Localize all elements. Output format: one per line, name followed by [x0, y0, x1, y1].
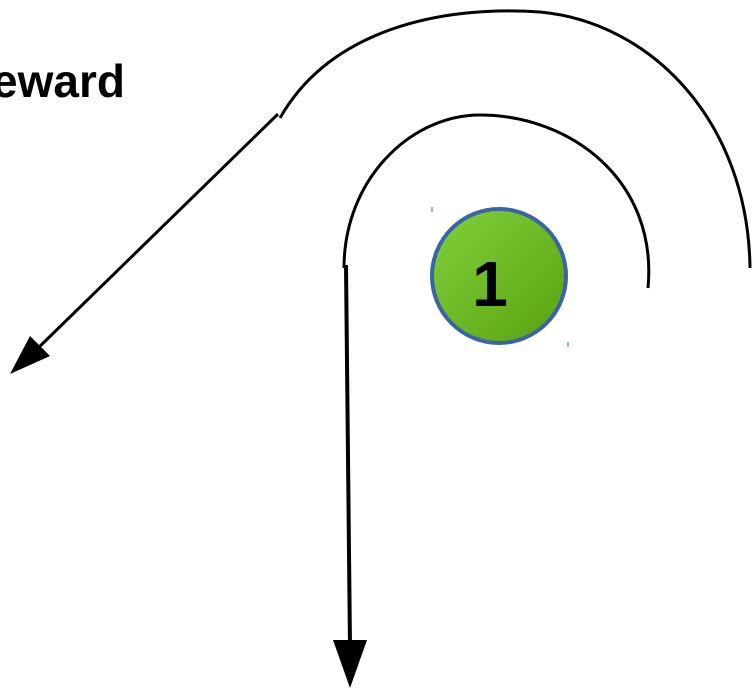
number-badge: 1	[430, 207, 568, 345]
outer-arc	[278, 9, 752, 269]
diagonal-arrow-head	[10, 336, 50, 374]
vertical-arrow-shaft	[344, 264, 352, 649]
inner-arc	[342, 113, 651, 289]
badge-number: 1	[472, 248, 508, 320]
badge-circle	[430, 207, 568, 345]
diagonal-arrow-shaft	[32, 112, 280, 354]
vertical-arrow-head	[333, 640, 367, 688]
partial-label: eward	[0, 55, 125, 107]
